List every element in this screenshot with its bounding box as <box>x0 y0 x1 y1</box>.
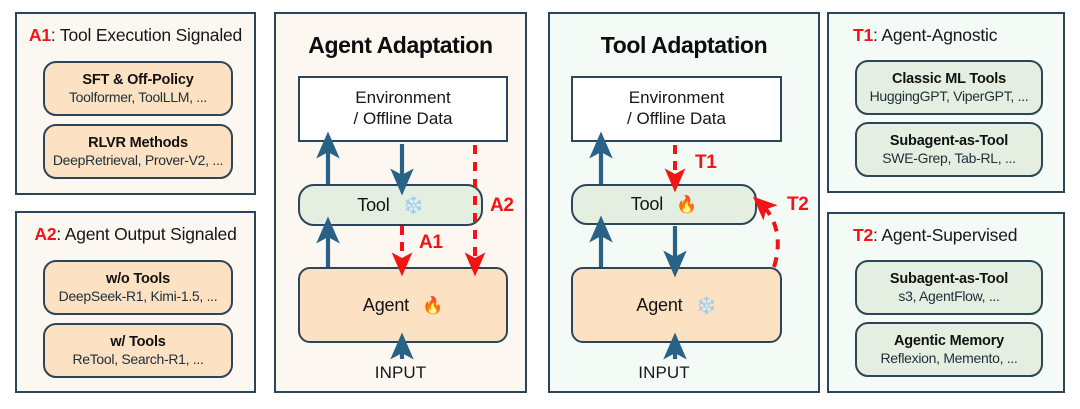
tool-environment-box: Environment / Offline Data <box>571 76 782 142</box>
card-t2-1-title: Agentic Memory <box>894 333 1004 349</box>
label-t1: T1 <box>695 152 717 174</box>
card-a2-0-sub: DeepSeek-R1, Kimi-1.5, ... <box>58 288 218 304</box>
card-a1-1-title: RLVR Methods <box>88 135 188 151</box>
card-a2-1-sub: ReTool, Search-R1, ... <box>72 351 204 367</box>
card-t1-0[interactable]: Classic ML Tools HuggingGPT, ViperGPT, .… <box>855 60 1043 115</box>
agent-input-label: INPUT <box>276 363 525 383</box>
snowflake-icon: ❄️ <box>695 295 717 315</box>
card-t1-0-sub: HuggingGPT, ViperGPT, ... <box>869 88 1029 104</box>
label-a2: A2 <box>490 195 514 217</box>
agent-adaptation-arrows <box>316 131 486 360</box>
card-a1-0-sub: Toolformer, ToolLLM, ... <box>68 89 208 105</box>
card-a1-0[interactable]: SFT & Off-Policy Toolformer, ToolLLM, ..… <box>43 61 233 116</box>
label-t1-text: T1 <box>695 152 717 173</box>
card-t2-0-sub: s3, AgentFlow, ... <box>898 288 1000 304</box>
panel-t2-heading: T2: Agent-Supervised <box>829 225 1063 246</box>
label-a2-text: A2 <box>490 195 514 216</box>
panel-agent-adaptation: Agent Adaptation Environment / Offline D… <box>274 12 527 393</box>
agent-environment-line2: / Offline Data <box>353 109 453 128</box>
label-a1: A1 <box>419 232 443 254</box>
agent-adaptation-title: Agent Adaptation <box>308 32 493 58</box>
tool-adaptation-arrows <box>589 131 780 360</box>
tool-input-label: INPUT <box>510 363 818 383</box>
card-t2-1-sub: Reflexion, Memento, ... <box>880 350 1018 366</box>
label-a1-text: A1 <box>419 232 443 253</box>
label-t2: T2 <box>787 194 809 216</box>
card-a2-1-title: w/ Tools <box>110 334 166 350</box>
card-a2-0[interactable]: w/o Tools DeepSeek-R1, Kimi-1.5, ... <box>43 260 233 315</box>
panel-t1-title: : Agent-Agnostic <box>873 25 998 45</box>
panel-a2: A2: Agent Output Signaled w/o Tools Deep… <box>15 211 256 393</box>
panel-a1-heading: A1: Tool Execution Signaled <box>17 25 254 46</box>
panel-t2-tag: T2 <box>853 225 874 245</box>
tool-agent-label: Agent <box>636 294 683 315</box>
card-a1-1-sub: DeepRetrieval, Prover-V2, ... <box>52 152 224 168</box>
tool-agent-box[interactable]: Agent ❄️ <box>571 267 782 343</box>
arrow-signal-t2 <box>752 196 780 268</box>
card-t2-0[interactable]: Subagent-as-Tool s3, AgentFlow, ... <box>855 260 1043 315</box>
agent-agent-label: Agent <box>362 294 409 315</box>
panel-a2-tag: A2 <box>34 224 57 244</box>
panel-a2-title: : Agent Output Signaled <box>56 224 237 244</box>
card-a2-1[interactable]: w/ Tools ReTool, Search-R1, ... <box>43 323 233 378</box>
tool-environment-line1: Environment <box>628 88 725 108</box>
panel-t2-title: : Agent-Supervised <box>873 225 1018 245</box>
panel-tool-adaptation: Tool Adaptation Environment / Offline Da… <box>548 12 820 393</box>
card-t2-0-title: Subagent-as-Tool <box>889 271 1009 287</box>
card-t1-0-title: Classic ML Tools <box>892 71 1006 87</box>
card-t1-1[interactable]: Subagent-as-Tool SWE-Grep, Tab-RL, ... <box>855 122 1043 177</box>
tool-adaptation-title: Tool Adaptation <box>600 32 768 58</box>
snowflake-icon: ❄️ <box>402 195 424 215</box>
card-a1-1[interactable]: RLVR Methods DeepRetrieval, Prover-V2, .… <box>43 124 233 179</box>
agent-environment-box: Environment / Offline Data <box>298 76 508 142</box>
agent-environment-line1: Environment <box>355 88 451 108</box>
tool-tool-label: Tool <box>630 194 664 214</box>
panel-t1-heading: T1: Agent-Agnostic <box>829 25 1063 46</box>
panel-a1: A1: Tool Execution Signaled SFT & Off-Po… <box>15 12 256 195</box>
panel-a1-tag: A1 <box>28 25 51 45</box>
agent-tool-label: Tool <box>357 194 390 215</box>
panel-t1: T1: Agent-Agnostic Classic ML Tools Hugg… <box>827 12 1065 193</box>
card-t1-1-title: Subagent-as-Tool <box>889 133 1009 149</box>
card-t2-1[interactable]: Agentic Memory Reflexion, Memento, ... <box>855 322 1043 377</box>
panel-t2: T2: Agent-Supervised Subagent-as-Tool s3… <box>827 212 1065 393</box>
panel-a2-heading: A2: Agent Output Signaled <box>17 224 254 245</box>
card-a1-0-title: SFT & Off-Policy <box>82 72 194 88</box>
fire-icon: 🔥 <box>676 195 698 214</box>
panel-t1-tag: T1 <box>853 25 874 45</box>
label-t2-text: T2 <box>787 194 809 215</box>
fire-icon: 🔥 <box>421 295 444 315</box>
panel-a1-title: : Tool Execution Signaled <box>50 25 243 45</box>
agent-input-text: INPUT <box>374 363 427 382</box>
tool-environment-line2: / Offline Data <box>627 109 726 128</box>
card-a2-0-title: w/o Tools <box>106 271 170 287</box>
card-t1-1-sub: SWE-Grep, Tab-RL, ... <box>882 150 1016 166</box>
tool-input-text: INPUT <box>638 363 690 382</box>
